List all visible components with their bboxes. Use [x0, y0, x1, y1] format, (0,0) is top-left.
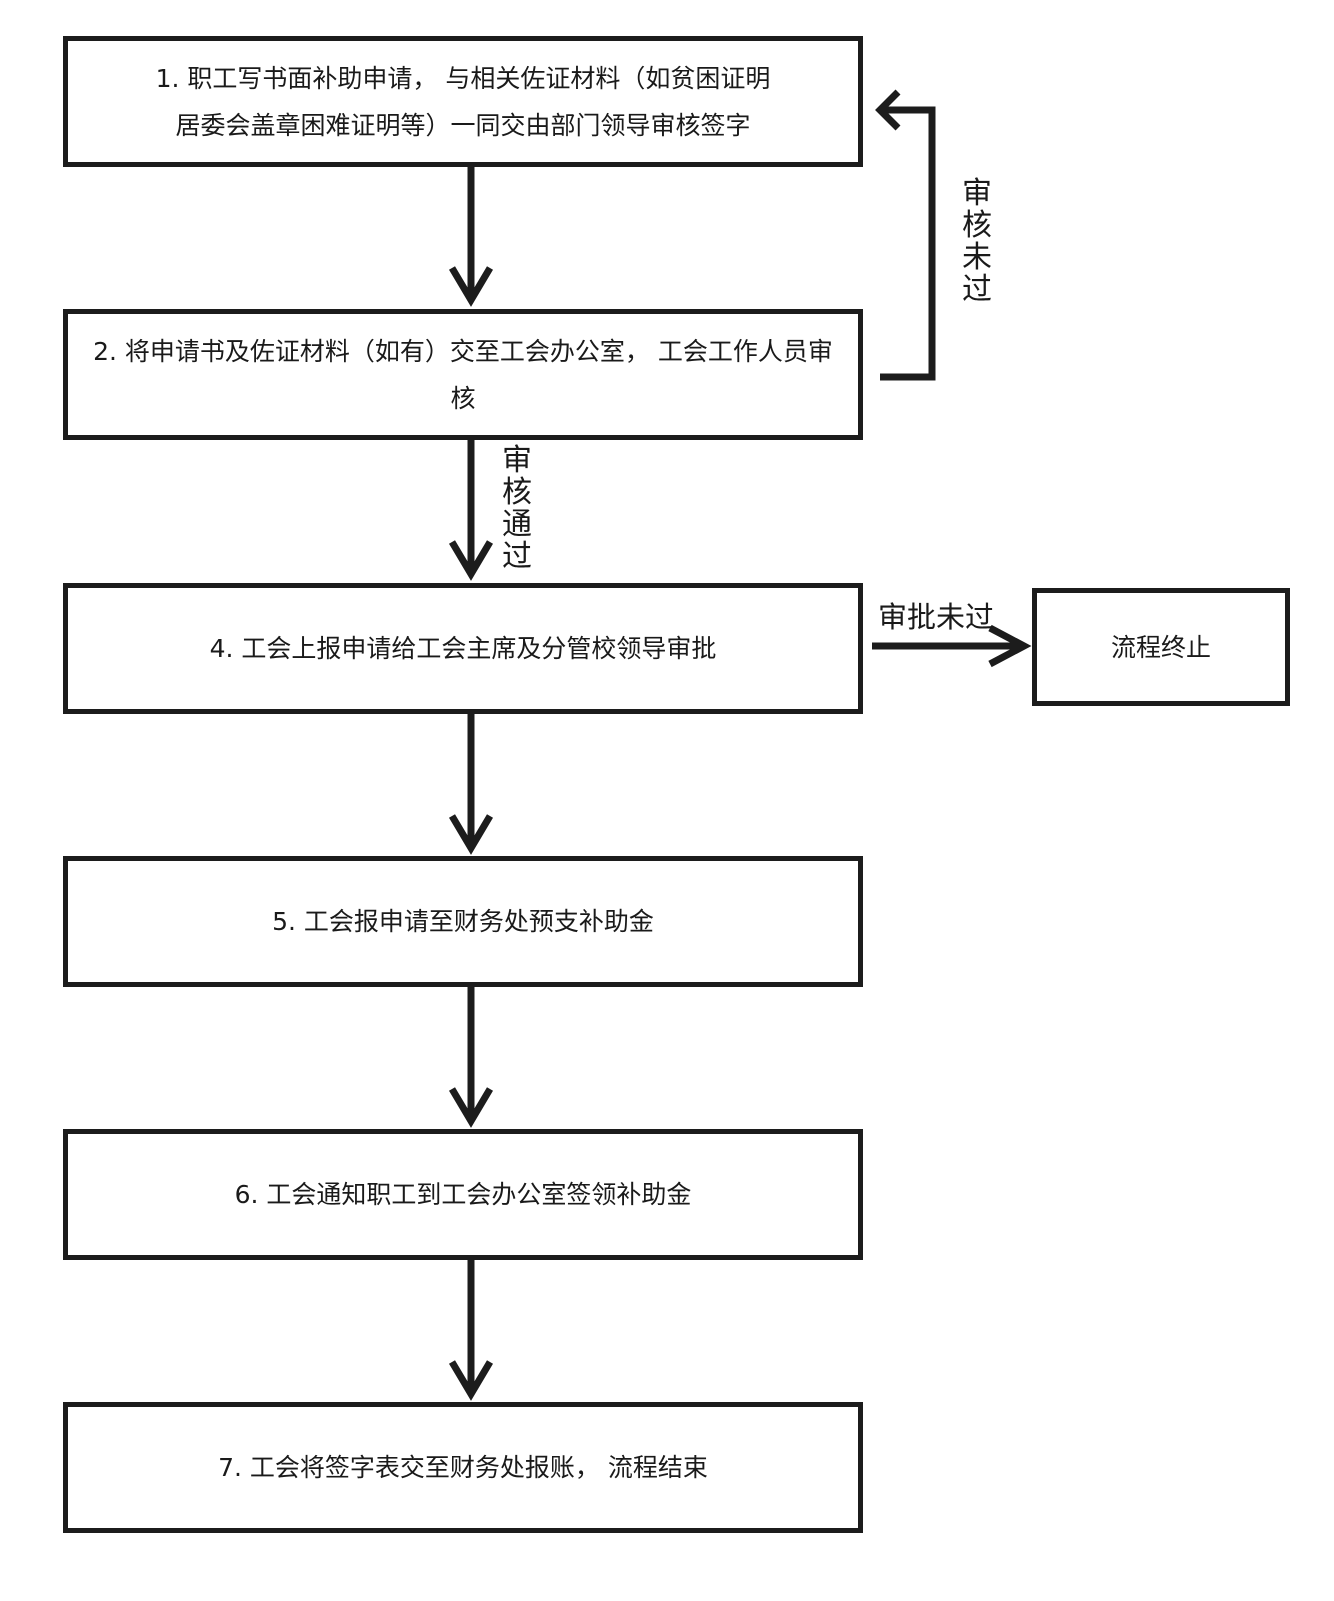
terminate-text: 流程终止 [1110, 632, 1211, 662]
step-6-box: 6. 工会通知职工到工会办公室签领补助金 [63, 1129, 863, 1260]
step-6-text: 6. 工会通知职工到工会办公室签领补助金 [234, 1180, 692, 1209]
review-failed-label: 审核未过 [962, 176, 992, 307]
step-2-box: 2. 将申请书及佐证材料（如有）交至工会办公室， 工会工作人员审核 [63, 309, 863, 440]
step-5-text: 5. 工会报申请至财务处预支补助金 [272, 907, 654, 936]
step-4-text: 4. 工会上报申请给工会主席及分管校领导审批 [209, 634, 717, 663]
review-passed-label: 审核通过 [502, 443, 532, 574]
terminate-box: 流程终止 [1032, 588, 1290, 706]
step-7-box: 7. 工会将签字表交至财务处报账， 流程结束 [63, 1402, 863, 1533]
step-4-box: 4. 工会上报申请给工会主席及分管校领导审批 [63, 583, 863, 714]
step-2-text: 2. 将申请书及佐证材料（如有）交至工会办公室， 工会工作人员审核 [93, 336, 833, 413]
arrow-feedback-2-to-1 [880, 106, 936, 381]
step-7-text: 7. 工会将签字表交至财务处报账， 流程结束 [218, 1453, 708, 1482]
approval-failed-label: 审批未过 [878, 600, 995, 634]
step-1-box: 1. 职工写书面补助申请， 与相关佐证材料（如贫困证明居委会盖章困难证明等）一同… [63, 36, 863, 167]
step-5-box: 5. 工会报申请至财务处预支补助金 [63, 856, 863, 987]
step-1-text: 1. 职工写书面补助申请， 与相关佐证材料（如贫困证明居委会盖章困难证明等）一同… [155, 63, 771, 140]
